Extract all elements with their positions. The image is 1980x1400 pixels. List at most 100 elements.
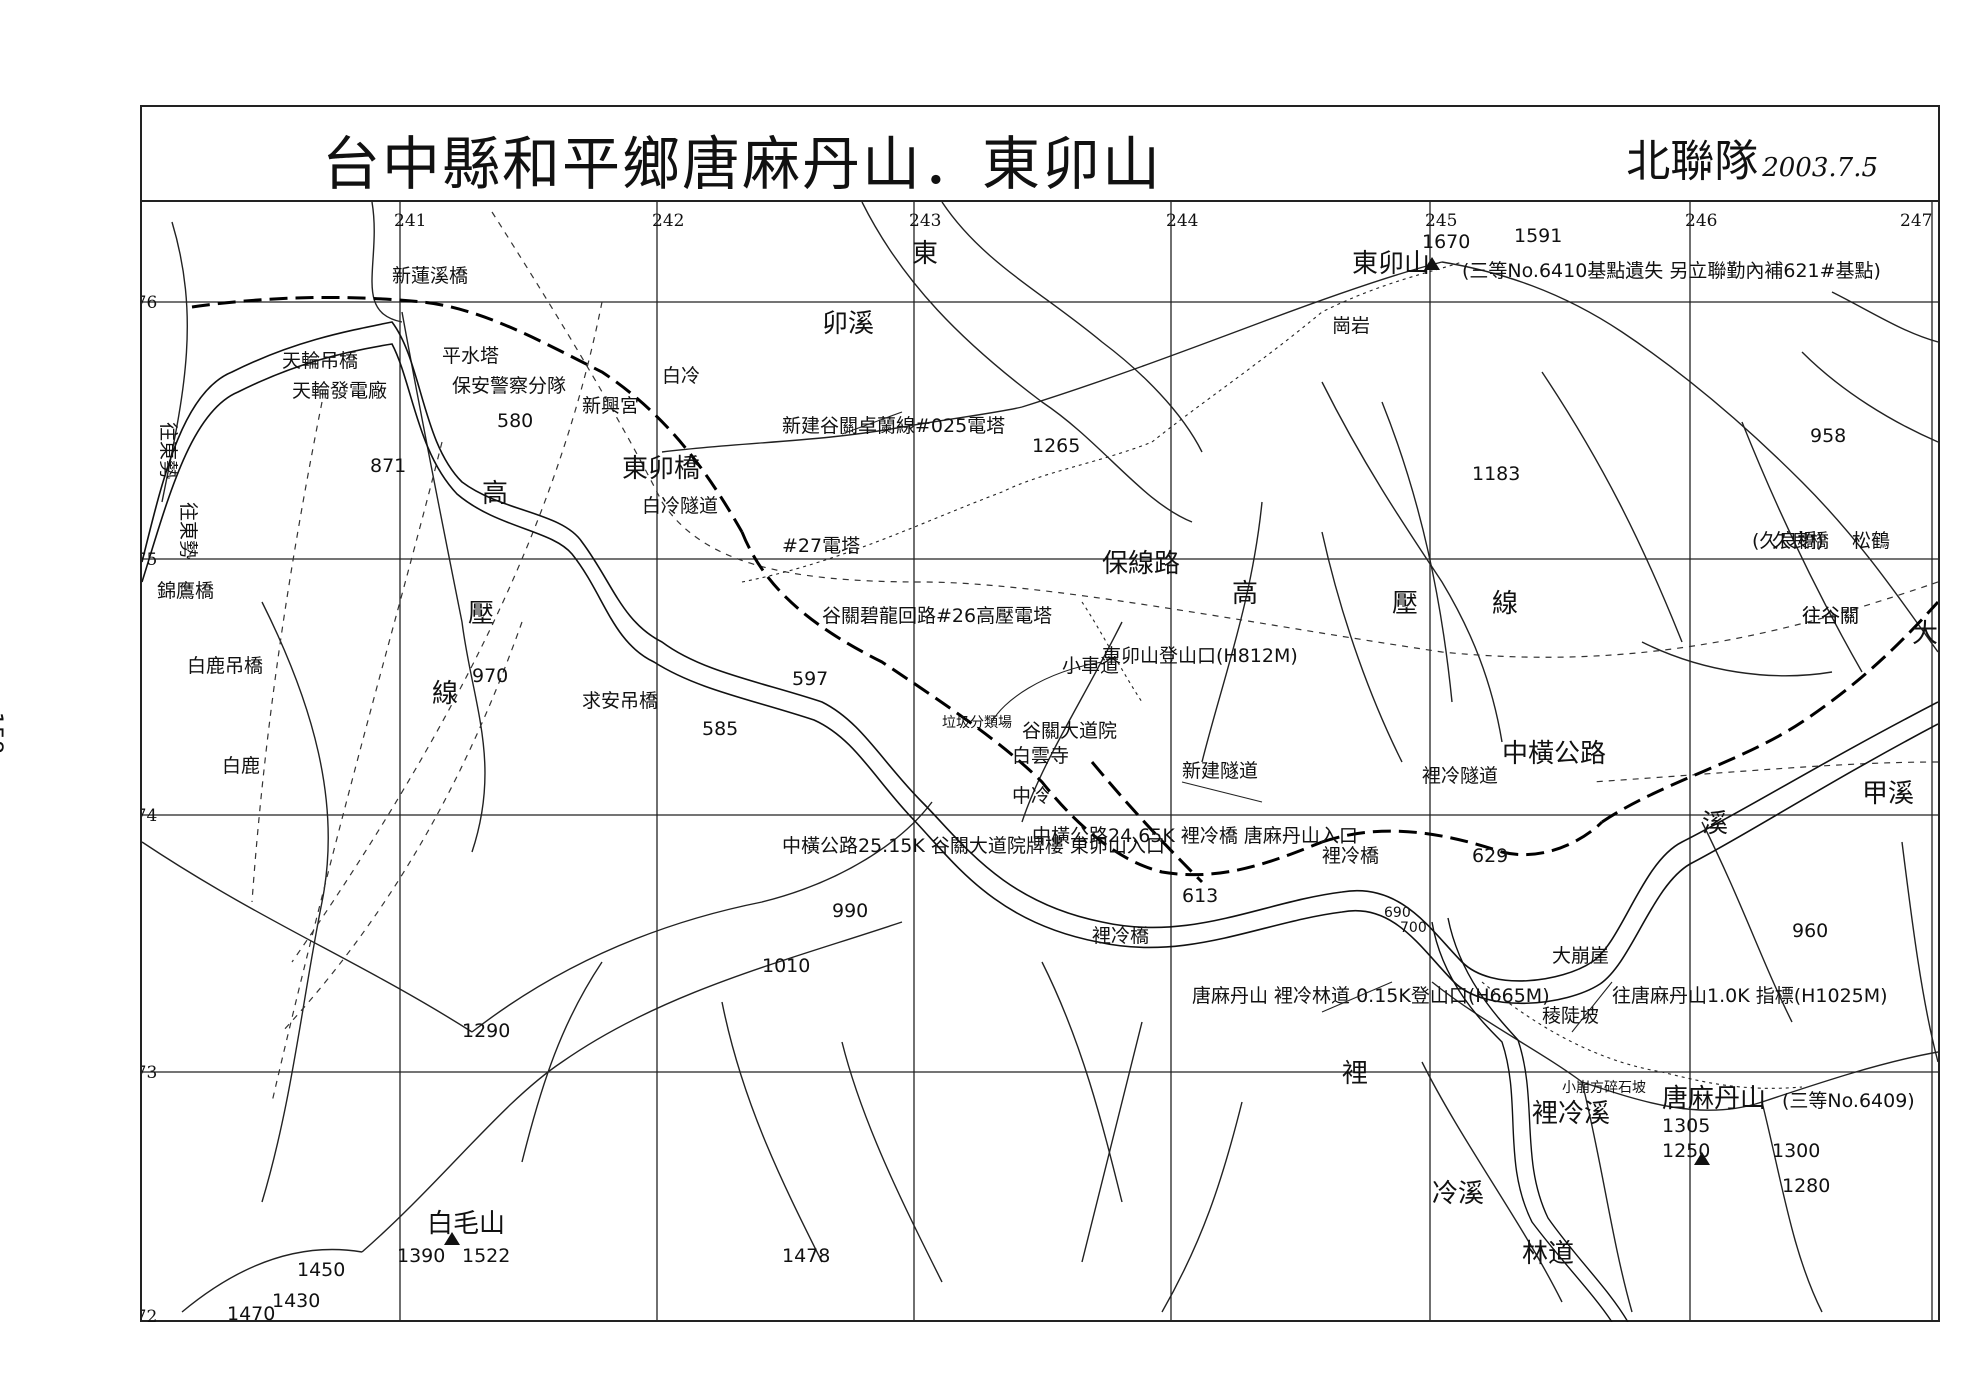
annotations: 新建谷關卓蘭線#025電塔 #27電塔 谷關碧龍回路#26高壓電塔 東卯山登山口… [157, 415, 1888, 1007]
bridge-label: 新蓮溪橋 [392, 265, 468, 287]
road-label: 往東勢 [177, 502, 199, 559]
place-label: 崗岩 [1332, 315, 1370, 337]
spot-height: 1591 [1514, 225, 1562, 247]
place-label: (久良橋) [1752, 530, 1824, 552]
powerline-label: 高 [482, 479, 508, 509]
map-title: 台中縣和平鄉唐麻丹山．東卯山 [322, 130, 1163, 198]
river-label: 裡 [1342, 1059, 1368, 1089]
spot-height: 613 [1182, 885, 1218, 907]
bridge-label: 錦鷹橋 [157, 580, 214, 602]
river-label: 甲溪 [1862, 779, 1914, 809]
place-label: 天輪發電廠 [292, 379, 387, 402]
place-label: 稜陡坡 [1542, 1005, 1599, 1027]
river-label: 裡冷溪 [1532, 1099, 1610, 1129]
road-label: 保線路 [1102, 549, 1180, 579]
spot-height: 990 [832, 900, 868, 922]
grid-labels: 241 242 243 244 245 246 247 2676 2675 26… [142, 211, 1932, 1322]
peak-name: 東卯山 [1352, 249, 1430, 279]
spot-height: 958 [1810, 425, 1846, 447]
spot-height: 1430 [272, 1290, 320, 1312]
spot-height: 871 [370, 455, 406, 477]
river-lileng [1431, 917, 1629, 1322]
easting-label: 243 [909, 211, 941, 231]
place-label: 中冷 [1012, 785, 1050, 807]
spot-height: 597 [792, 668, 828, 690]
topographic-map: 241 242 243 244 245 246 247 2676 2675 26… [142, 202, 1938, 1322]
spot-height: 1290 [462, 1020, 510, 1042]
place-label: 白冷 [662, 365, 700, 387]
road-label: 林道 [1522, 1239, 1574, 1269]
annotation-text: 新建谷關卓蘭線#025電塔 [782, 415, 1005, 437]
spot-height: 1183 [1472, 463, 1520, 485]
spot-height: 580 [497, 410, 533, 432]
northing-label: 2672 [142, 1307, 157, 1322]
peaks: 東卯山 1670 (三等No.6410基點遺失 另立聯勤內補621#基點) 唐麻… [427, 231, 1915, 1267]
author-label: 北聯隊 [1626, 136, 1759, 187]
northing-label: 2673 [142, 1063, 157, 1083]
spot-height: 960 [1792, 920, 1828, 942]
place-label: 谷關大道院 [1022, 720, 1117, 742]
spot-heights: 1591 1183 958 1265 871 970 585 597 580 9… [227, 225, 1846, 1322]
annotation-text: #27電塔 [782, 535, 860, 557]
peak-elevation: 1305 [1662, 1115, 1710, 1137]
place-label: 天輪吊橋 [282, 350, 358, 372]
road-labels: 中橫公路 往東勢 往谷關 林道 小車道 保線路 [177, 502, 1859, 1269]
annotation-text: 唐麻丹山 裡冷林道 0.15K登山口(H665M) [1192, 985, 1550, 1007]
powerline-label: 線 [1492, 589, 1518, 619]
bridge-label: 松鶴 [1852, 530, 1890, 552]
easting-label: 244 [1166, 211, 1198, 231]
northing-label: 2675 [142, 550, 157, 570]
spot-height: 629 [1472, 845, 1508, 867]
bridge-label: 裡冷橋 [1092, 925, 1149, 947]
powerline-label: 壓 [1392, 589, 1418, 619]
road-label: 小車道 [1062, 655, 1119, 677]
river-label: 大 [1912, 619, 1938, 649]
bridge-label: 白鹿吊橋 [187, 655, 263, 677]
spot-height: 700 [1400, 920, 1427, 936]
river-label: 卯溪 [822, 309, 874, 339]
easting-label: 241 [394, 211, 426, 231]
place-label: 白冷隧道 [642, 495, 718, 517]
peak-triangle-icon [1424, 257, 1440, 270]
annotation-text: 往唐麻丹山1.0K 指標(H1025M) [1612, 985, 1888, 1007]
spot-height: 970 [472, 665, 508, 687]
easting-label: 245 [1425, 211, 1457, 231]
peak-name: 白毛山 [427, 1209, 505, 1239]
bridge-label: 求安吊橋 [582, 690, 658, 712]
leader-lines [841, 411, 1613, 1033]
spot-height: 1010 [762, 955, 810, 977]
river-labels: 卯溪 甲溪 大 裡冷溪 冷溪 溪 裡 [822, 309, 1938, 1209]
place-label: 新興宮 [582, 395, 639, 417]
river-label: 冷溪 [1432, 1179, 1484, 1209]
powerline-labels: 高 壓 線 高 壓 線 [432, 479, 1518, 709]
place-label: 裡冷隧道 [1422, 765, 1498, 787]
place-label: 平水塔 [442, 345, 499, 367]
annotation-text: 新建隧道 [1182, 760, 1258, 782]
powerline-label: 壓 [468, 599, 494, 629]
river-main [142, 321, 1938, 1005]
spot-height: 1390 [397, 1245, 445, 1267]
annotation-text: 中橫公路25.15K 谷關大道院牌樓 東卯山入口 [782, 835, 1165, 857]
spot-height: 1450 [297, 1259, 345, 1281]
spot-height: 1300 [1772, 1140, 1820, 1162]
place-label: 往谷關 [1802, 605, 1859, 627]
northing-label: 2674 [142, 806, 157, 826]
spot-height: 1478 [782, 1245, 830, 1267]
spot-height: 1250 [1662, 1140, 1710, 1162]
northing-label: 2676 [142, 293, 157, 313]
bridge-labels: 東卯橋 裡冷橋 求安吊橋 白鹿吊橋 錦鷹橋 白鹿 久良橋 松鶴 新蓮溪橋 [157, 265, 1890, 947]
river-label: 溪 [1702, 809, 1728, 839]
bridge-label: 東卯橋 [622, 454, 700, 484]
road-label: 往谷關 [1802, 605, 1859, 627]
place-label: 保安警察分隊 [452, 375, 566, 397]
place-label: 垃圾分類場 [942, 715, 1012, 731]
peak-note: (三等No.6409) [1782, 1090, 1915, 1112]
road-label: 中橫公路 [1502, 739, 1606, 769]
place-labels: 天輪吊橋 天輪發電廠 平水塔 保安警察分隊 新興宮 白冷隧道 白冷 東 大崩崖 … [282, 239, 1859, 1096]
easting-label: 247 [1900, 211, 1932, 231]
annotation-text: 往東勢 [157, 422, 179, 479]
place-label: 大崩崖 [1552, 945, 1609, 967]
